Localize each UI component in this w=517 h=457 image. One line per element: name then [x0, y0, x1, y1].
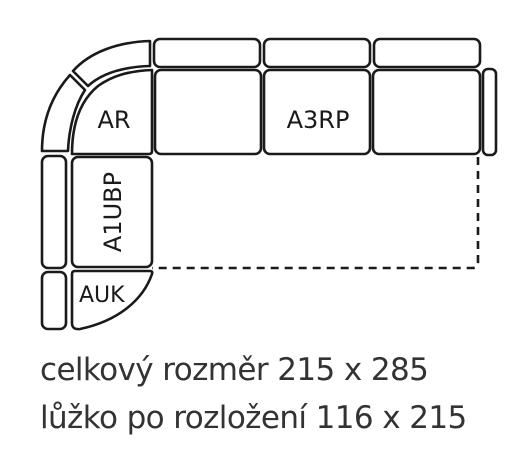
total-size-caption: celkový rozměr 215 x 285: [40, 352, 429, 388]
module-a1ubp: [70, 155, 154, 269]
module-ar-label: AR: [97, 106, 130, 134]
module-ar: [70, 68, 154, 156]
module-a3rp-seat-2: [262, 68, 372, 156]
module-a3rp-seat-3: [371, 68, 482, 156]
module-a1ubp-label: A1UBP: [99, 172, 127, 252]
armrest-right: [481, 67, 498, 157]
module-a3rp-seat-1: [153, 68, 263, 156]
back-cushion-top-2: [262, 37, 372, 69]
back-cushion-left-2: [40, 270, 68, 331]
bed-extension-outline: [152, 157, 480, 270]
bed-size-caption: lůžko po rozložení 116 x 215: [40, 400, 467, 436]
module-auk-label: AUK: [79, 283, 125, 308]
corner-back-cushion-upper: [71, 39, 152, 88]
module-auk: [70, 269, 154, 331]
sofa-layout-diagram: AR A3RP A1UBP AUK: [40, 37, 498, 331]
corner-back-cushion-lower: [40, 73, 87, 153]
back-cushion-top-3: [372, 37, 482, 69]
module-a3rp-label: A3RP: [287, 106, 350, 134]
back-cushion-top-1: [152, 37, 262, 69]
back-cushion-left-1: [40, 154, 68, 270]
